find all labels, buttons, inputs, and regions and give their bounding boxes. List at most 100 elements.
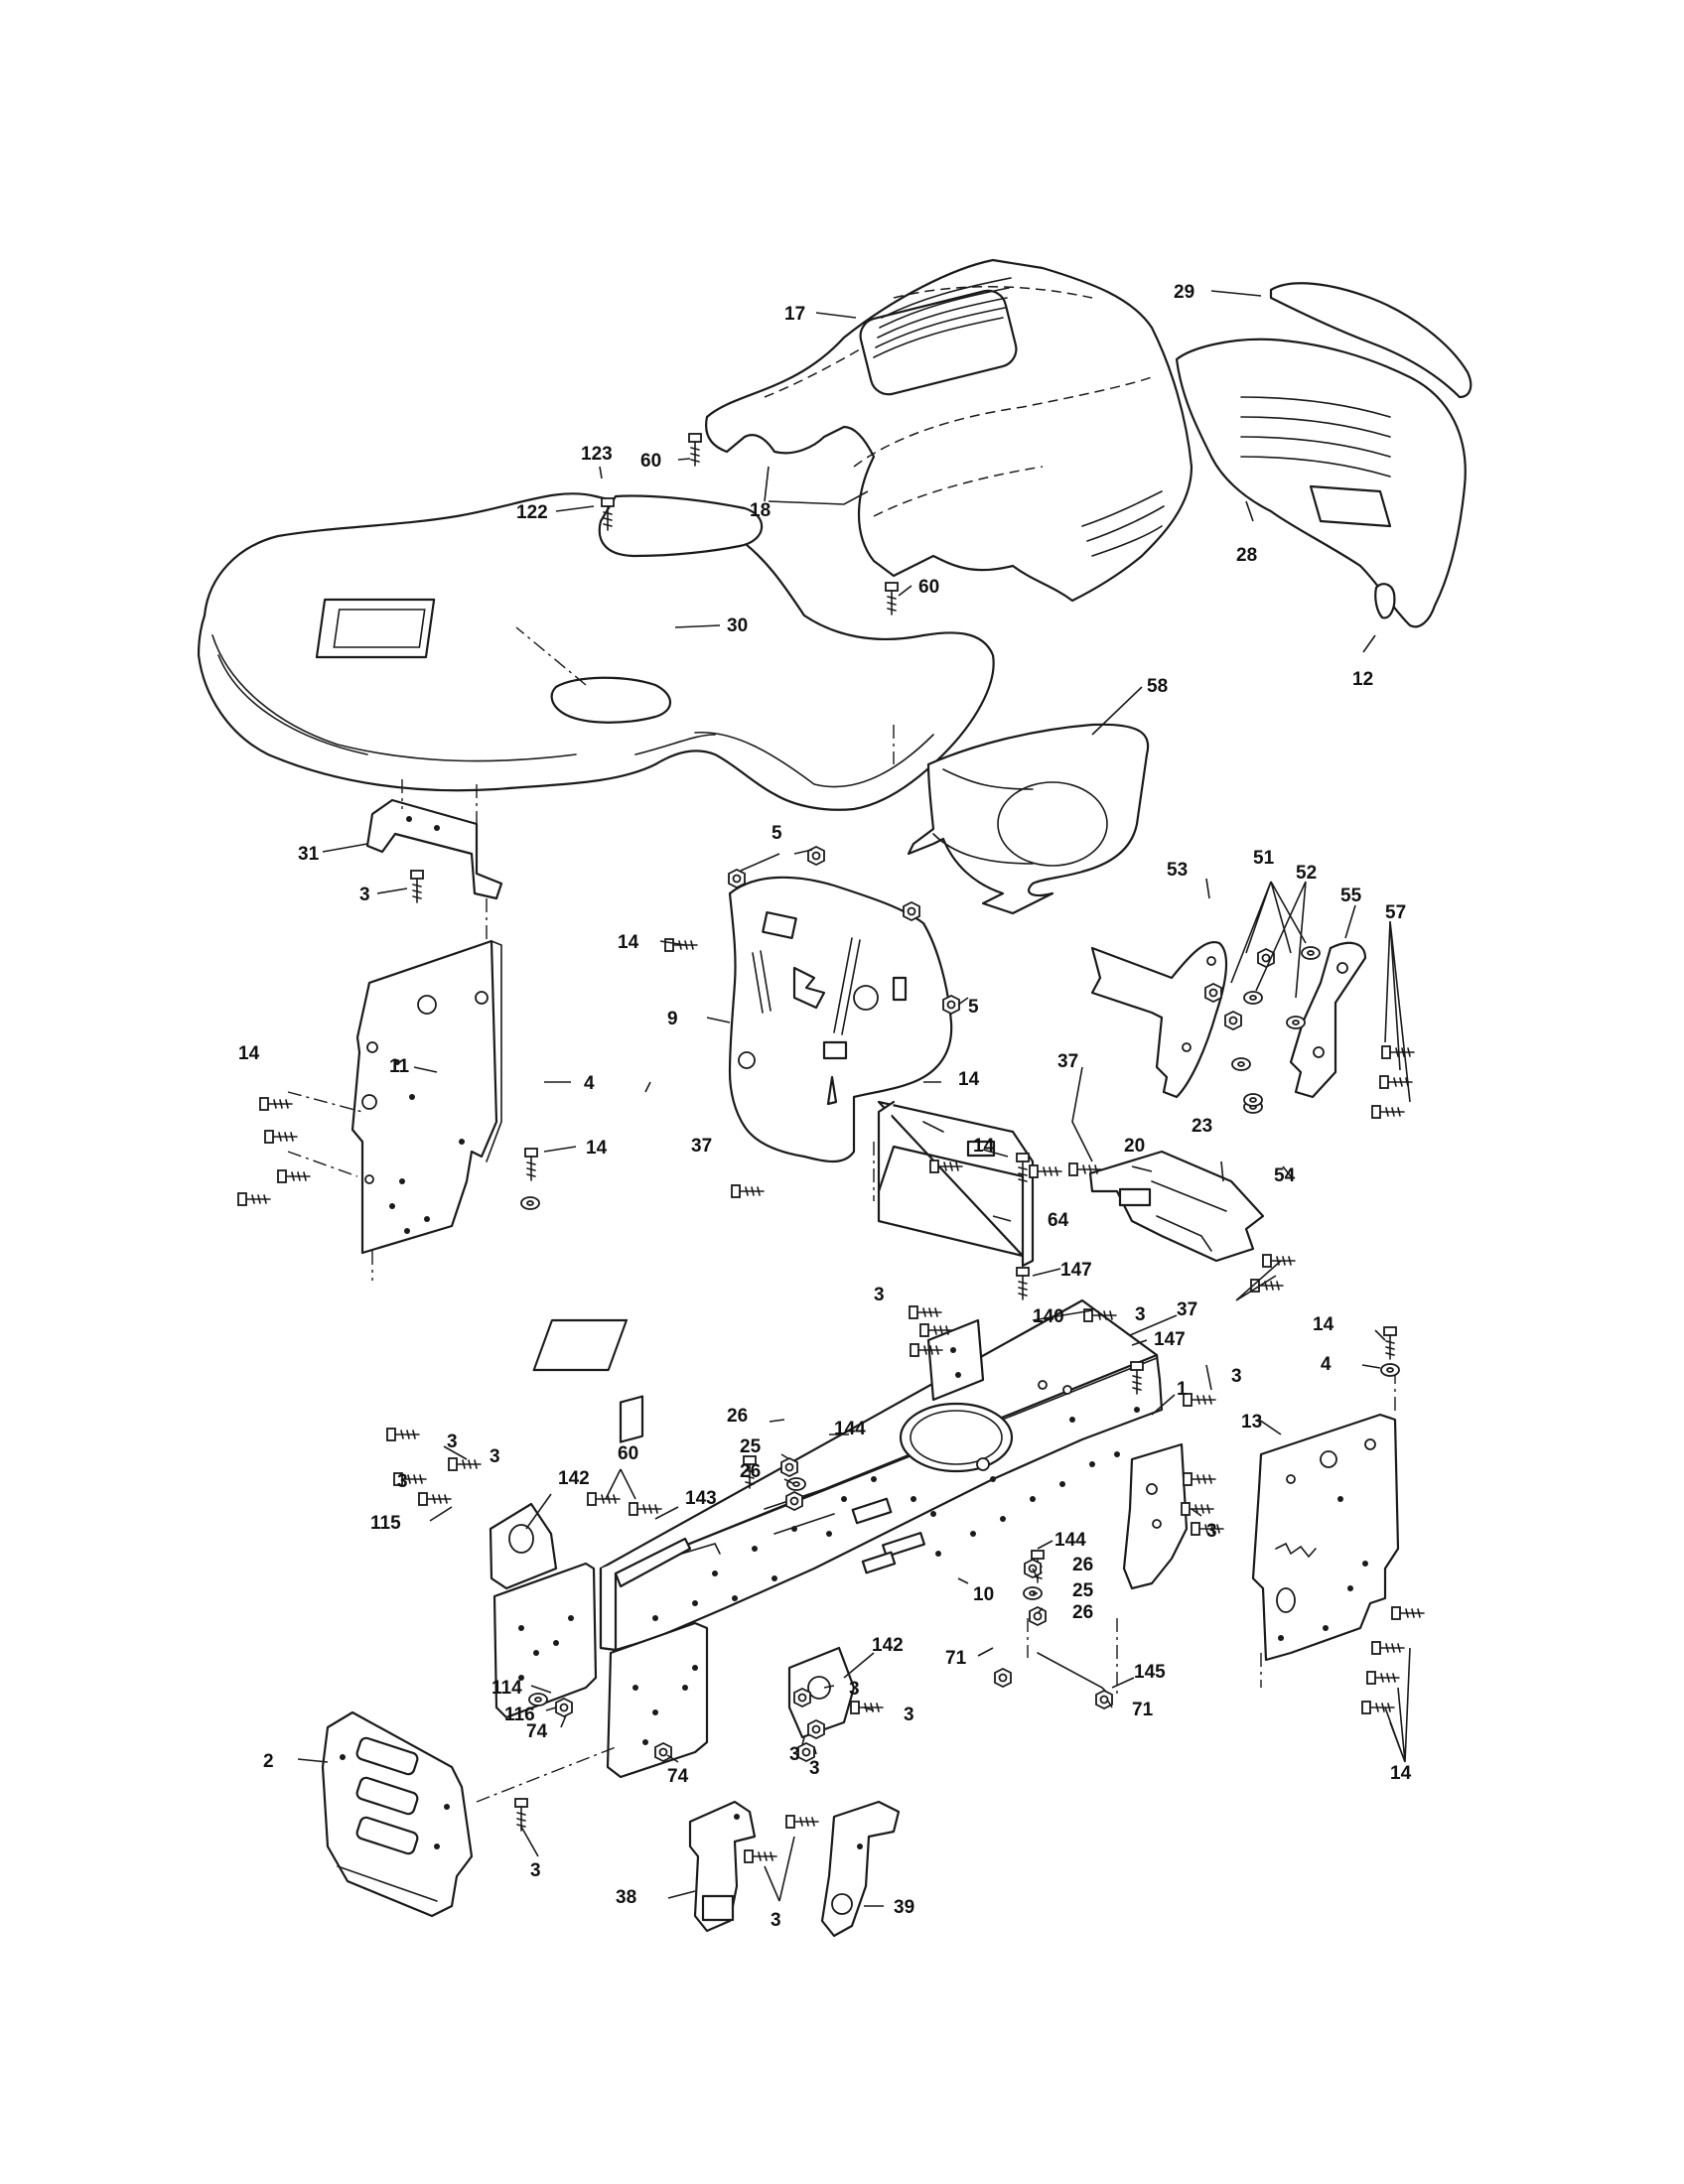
callout-26: 26: [1072, 1602, 1093, 1623]
callout-3: 3: [1135, 1304, 1146, 1325]
bracket-55: [1289, 941, 1367, 1099]
callout-14: 14: [958, 1069, 980, 1090]
grille: [1175, 338, 1467, 628]
callout-14: 4: [584, 1073, 595, 1094]
bracket-64: [873, 1100, 1035, 1268]
callout-64: 64: [1048, 1210, 1069, 1231]
callout-54: 54: [1274, 1165, 1296, 1186]
callout-4: 14: [586, 1138, 608, 1159]
callout-25: 25: [1072, 1580, 1094, 1601]
bracket-31: [365, 779, 503, 943]
callout-147: 147: [1154, 1329, 1186, 1350]
callout-3: 3: [809, 1758, 820, 1779]
side-panel-left: [287, 939, 502, 1281]
callout-57: 57: [1385, 902, 1406, 923]
callout-26: 26: [727, 1406, 748, 1427]
axle-bracket-142-right: [787, 1646, 856, 1739]
callout-3: 3: [447, 1432, 458, 1452]
callout-labels: 17 29 123 60 122 18 28 60 30 12 58 31 3 …: [238, 282, 1412, 1931]
callout-145: 145: [1134, 1662, 1166, 1683]
callout-18: 18: [750, 500, 771, 521]
callout-140: 140: [1033, 1306, 1064, 1327]
hood-latch: [1374, 583, 1396, 619]
bracket-38: [688, 1800, 757, 1933]
callout-37: 37: [691, 1136, 712, 1157]
callout-9: 9: [667, 1009, 678, 1029]
plate-143: [614, 1537, 692, 1588]
callout-3: 3: [490, 1446, 500, 1467]
callout-116: 116: [504, 1705, 535, 1725]
axle-bracket-142-left: [489, 1502, 558, 1590]
callout-71: 71: [1132, 1700, 1154, 1720]
callout-55: 55: [1340, 886, 1362, 906]
callout-60: 60: [618, 1443, 638, 1464]
callout-37: 37: [1177, 1299, 1197, 1320]
front-plate-left: [492, 1562, 598, 1719]
callout-4: 4: [1321, 1354, 1332, 1375]
bracket-53: [1090, 940, 1228, 1099]
mount-20: [1088, 1150, 1265, 1263]
callout-1: 1: [1177, 1379, 1188, 1400]
callout-3: 3: [397, 1471, 408, 1492]
callout-14: 14: [973, 1136, 995, 1157]
callout-28: 28: [1236, 545, 1257, 566]
callout-5: 5: [772, 823, 782, 844]
callout-26: 26: [740, 1461, 761, 1482]
callout-53: 53: [1167, 860, 1188, 881]
callout-23: 23: [1192, 1116, 1212, 1137]
callout-14: 14: [1390, 1763, 1412, 1784]
callout-51: 51: [1253, 848, 1275, 869]
callout-71: 71: [945, 1648, 967, 1669]
callout-60: 60: [640, 451, 661, 472]
callout-144: 144: [834, 1419, 866, 1439]
callout-20: 20: [1124, 1136, 1145, 1157]
fender: [197, 492, 995, 811]
leader-lines: [297, 290, 1411, 1907]
callout-11: 11: [389, 1056, 410, 1077]
callout-2: 2: [263, 1751, 274, 1772]
callout-14: 14: [618, 932, 639, 953]
callout-26: 26: [1072, 1555, 1093, 1575]
hood-trim: [1269, 282, 1473, 399]
callout-14: 14: [1313, 1314, 1334, 1335]
callout-142: 142: [558, 1468, 590, 1489]
callout-123: 123: [581, 444, 613, 465]
callout-3: 3: [1231, 1366, 1242, 1387]
bracket-39: [820, 1800, 901, 1938]
callout-12: 12: [1352, 669, 1373, 690]
mount-plate-140: [926, 1318, 985, 1402]
callout-60: 60: [918, 577, 939, 598]
callout-3: 3: [530, 1860, 541, 1881]
callout-147: 147: [1060, 1260, 1092, 1281]
hood: [705, 258, 1193, 603]
callout-3: 3: [849, 1679, 860, 1700]
callout-17: 17: [784, 304, 805, 325]
callout-10: 10: [973, 1584, 994, 1605]
callout-142: 142: [872, 1635, 904, 1656]
callout-39: 39: [894, 1897, 914, 1918]
front-plate-right: [606, 1621, 709, 1779]
callout-3: 3: [789, 1744, 800, 1765]
main-frame: [532, 1298, 1164, 1652]
callout-74: 74: [526, 1721, 548, 1742]
dash-panel: [728, 876, 953, 1163]
callout-3: 3: [359, 885, 370, 905]
callout-31: 31: [298, 844, 320, 865]
callout-30: 30: [727, 615, 748, 636]
callout-74: 74: [667, 1766, 689, 1787]
callout-3: 3: [904, 1705, 914, 1725]
callout-143: 143: [685, 1488, 717, 1509]
callout-5: 5: [968, 997, 979, 1018]
callout-3: 3: [1206, 1521, 1217, 1542]
side-bracket-right: [1122, 1442, 1189, 1590]
duct-58: [907, 723, 1150, 915]
callout-14: 14: [238, 1043, 260, 1064]
callout-114: 114: [491, 1678, 522, 1699]
callout-13: 13: [1241, 1412, 1262, 1433]
callout-115: 115: [370, 1513, 401, 1534]
callout-25: 25: [740, 1436, 762, 1457]
callout-144: 144: [1054, 1530, 1086, 1551]
callout-38: 38: [616, 1887, 636, 1908]
callout-52: 52: [1296, 863, 1317, 884]
